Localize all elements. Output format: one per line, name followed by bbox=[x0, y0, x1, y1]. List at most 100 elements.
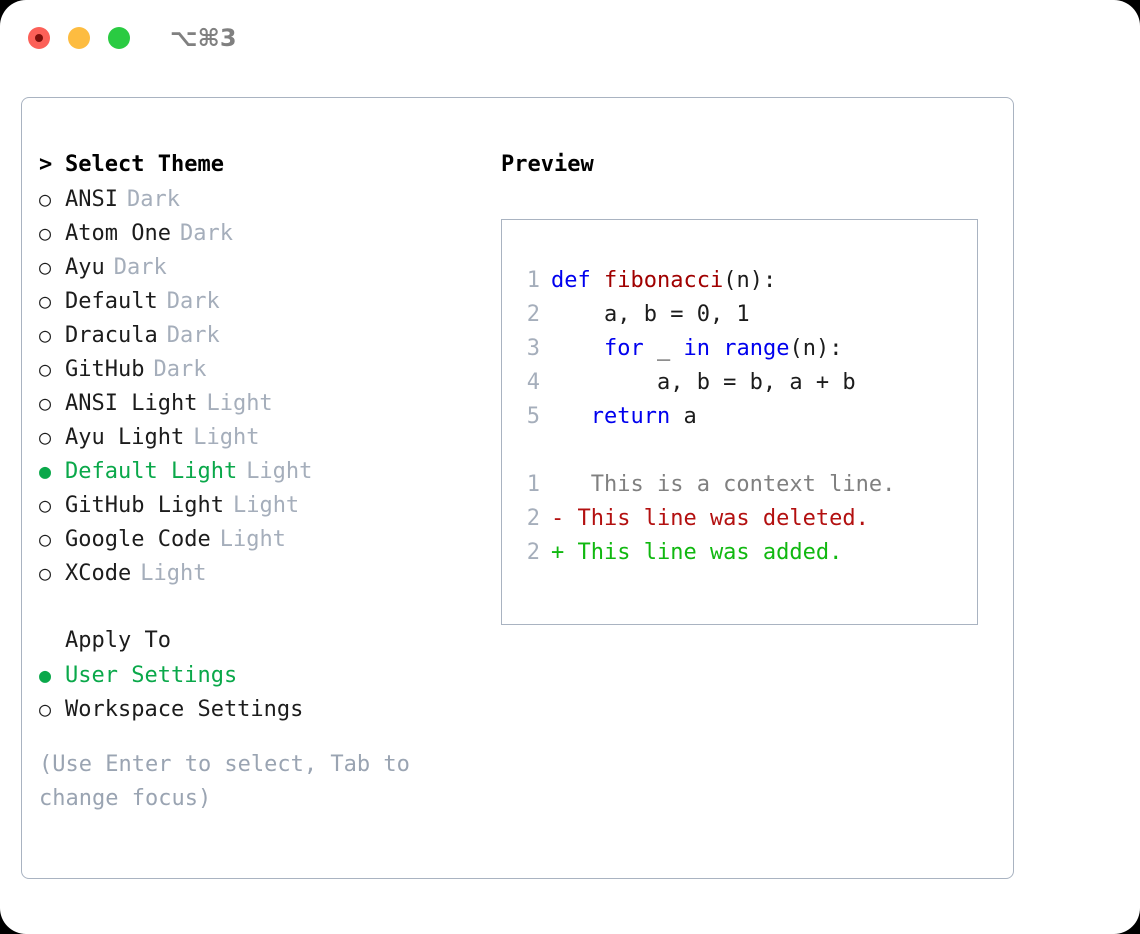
radio-unselected-icon: ○ bbox=[39, 255, 52, 279]
code-token-plain bbox=[710, 336, 723, 361]
theme-item-tag: Dark bbox=[153, 357, 207, 382]
radio-unselected-icon: ○ bbox=[39, 391, 52, 415]
theme-item-label: ANSI Light bbox=[65, 391, 198, 416]
theme-item-label: Default bbox=[65, 289, 158, 314]
code-token-kw: range bbox=[723, 336, 790, 361]
code-token-kw: return bbox=[590, 404, 671, 429]
caret-icon: > bbox=[39, 152, 53, 177]
radio-unselected-icon: ○ bbox=[39, 527, 52, 551]
theme-item-tag: Light bbox=[193, 425, 260, 450]
code-token-plain: _ bbox=[643, 336, 684, 361]
code-line-number: 1 bbox=[526, 268, 540, 293]
radio-selected-icon: ● bbox=[39, 663, 52, 687]
apply-to-item[interactable]: ● User Settings bbox=[39, 658, 479, 692]
code-token-plain: a bbox=[670, 404, 697, 429]
theme-item-tag: Dark bbox=[179, 221, 233, 246]
code-token-plain: a, b = 0, 1 bbox=[551, 302, 750, 327]
code-line: 4 a, b = b, a + b bbox=[514, 366, 969, 400]
theme-list-item[interactable]: ○ Google Code Light bbox=[39, 522, 479, 556]
theme-list-item[interactable]: ○ GitHub Dark bbox=[39, 352, 479, 386]
theme-item-tag: Dark bbox=[166, 289, 220, 314]
theme-item-label: ANSI bbox=[65, 187, 118, 212]
code-token-kw: for bbox=[603, 336, 644, 361]
window-title-shortcut: ⌥⌘3 bbox=[170, 24, 237, 52]
diff-line: 2 - This line was deleted. bbox=[514, 502, 969, 536]
radio-unselected-icon: ○ bbox=[39, 425, 52, 449]
theme-item-tag: Light bbox=[246, 459, 313, 484]
radio-unselected-icon: ○ bbox=[39, 357, 52, 381]
code-line-number: 3 bbox=[526, 336, 540, 361]
preview-title: Preview bbox=[501, 152, 594, 177]
radio-unselected-icon: ○ bbox=[39, 323, 52, 347]
theme-list-item[interactable]: ○ Default Dark bbox=[39, 284, 479, 318]
theme-item-label: GitHub bbox=[65, 357, 145, 382]
apply-to-item[interactable]: ○ Workspace Settings bbox=[39, 692, 479, 726]
code-token-fn: fibonacci bbox=[603, 268, 724, 293]
code-token-kw: def bbox=[551, 268, 604, 293]
radio-unselected-icon: ○ bbox=[39, 289, 52, 313]
code-line: 3 for _ in range(n): bbox=[514, 332, 969, 366]
code-line: 2 a, b = 0, 1 bbox=[514, 298, 969, 332]
diff-line-number: 1 bbox=[526, 472, 540, 497]
code-token-kw: in bbox=[683, 336, 710, 361]
close-button[interactable] bbox=[28, 27, 50, 49]
title-bar: ⌥⌘3 bbox=[0, 0, 1140, 78]
code-token-plain: a, b = b, a + b bbox=[551, 370, 856, 395]
code-line-number: 4 bbox=[526, 370, 540, 395]
theme-item-tag: Dark bbox=[126, 187, 180, 212]
radio-unselected-icon: ○ bbox=[39, 187, 52, 211]
diff-line-text: + This line was added. bbox=[551, 540, 843, 565]
apply-to-item-label: User Settings bbox=[65, 663, 238, 688]
list-spacer bbox=[39, 590, 479, 624]
diff-line-text: This is a context line. bbox=[551, 472, 896, 497]
apply-to-header-label: Apply To bbox=[65, 628, 171, 653]
recording-indicator-icon bbox=[35, 34, 43, 42]
minimize-button[interactable] bbox=[68, 27, 90, 49]
keyboard-hint: (Use Enter to select, Tab to change focu… bbox=[39, 752, 410, 811]
theme-list-header-label: Select Theme bbox=[65, 152, 224, 177]
theme-list-item[interactable]: ○ Ayu Light Light bbox=[39, 420, 479, 454]
theme-item-label: Dracula bbox=[65, 323, 158, 348]
code-token-plain: (n): bbox=[789, 336, 843, 361]
maximize-button[interactable] bbox=[108, 27, 130, 49]
radio-unselected-icon: ○ bbox=[39, 221, 52, 245]
radio-unselected-icon: ○ bbox=[39, 561, 52, 585]
theme-list-item[interactable]: ○ Atom One Dark bbox=[39, 216, 479, 250]
theme-item-tag: Light bbox=[140, 561, 207, 586]
apply-to-header: Apply To bbox=[39, 624, 479, 658]
radio-unselected-icon: ○ bbox=[39, 697, 52, 721]
theme-item-label: GitHub Light bbox=[65, 493, 224, 518]
code-line-number: 5 bbox=[526, 404, 540, 429]
radio-unselected-icon: ○ bbox=[39, 493, 52, 517]
code-line: 5 return a bbox=[514, 400, 969, 434]
diff-line-text: - This line was deleted. bbox=[551, 506, 869, 531]
theme-item-tag: Light bbox=[219, 527, 286, 552]
code-token-plain bbox=[551, 404, 591, 429]
diff-gap bbox=[514, 434, 969, 468]
theme-list-item[interactable]: ○ ANSI Dark bbox=[39, 182, 479, 216]
theme-item-label: Atom One bbox=[65, 221, 171, 246]
theme-item-label: Ayu Light bbox=[65, 425, 185, 450]
diff-line-number: 2 bbox=[526, 540, 540, 565]
theme-list-item[interactable]: ○ GitHub Light Light bbox=[39, 488, 479, 522]
code-line-number: 2 bbox=[526, 302, 540, 327]
theme-item-label: Google Code bbox=[65, 527, 211, 552]
diff-lines: 1 This is a context line. 2 - This line wa… bbox=[514, 468, 969, 570]
theme-list-header: > Select Theme bbox=[39, 148, 479, 182]
theme-item-tag: Light bbox=[232, 493, 300, 518]
apply-to-item-label: Workspace Settings bbox=[65, 697, 304, 722]
code-token-plain bbox=[551, 336, 604, 361]
diff-line-number: 2 bbox=[526, 506, 540, 531]
